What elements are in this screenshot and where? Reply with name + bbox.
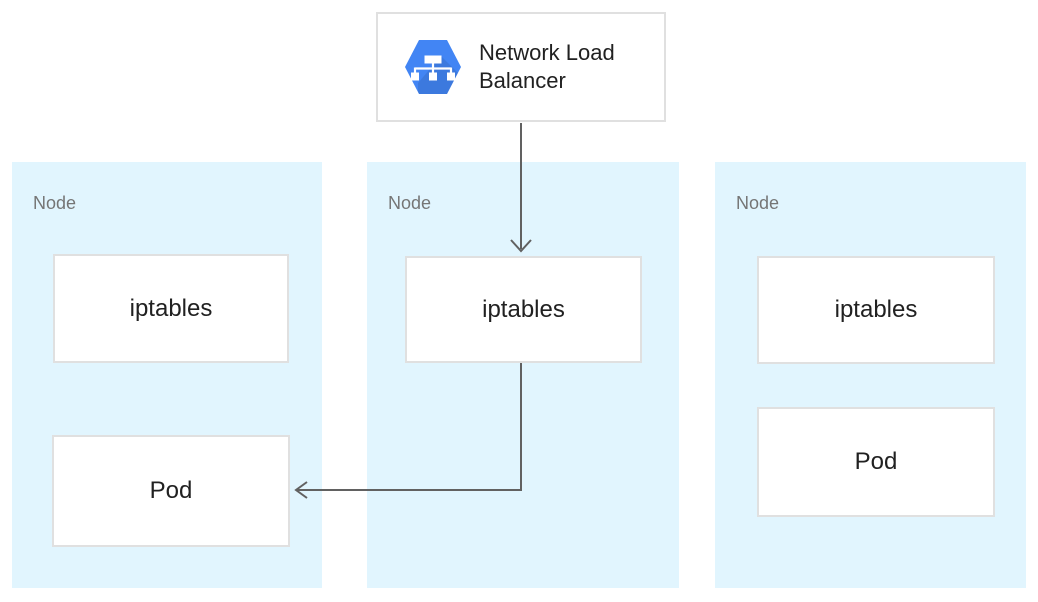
node-1-pod-box: Pod — [52, 435, 290, 547]
node-panel-1: Node iptables Pod — [12, 162, 322, 588]
node-2-iptables-label: iptables — [482, 295, 565, 323]
node-panel-3: Node iptables Pod — [715, 162, 1026, 588]
network-load-balancer-box: Network Load Balancer — [376, 12, 666, 122]
node-1-pod-label: Pod — [149, 477, 193, 504]
node-panel-2: Node iptables — [367, 162, 679, 588]
node-1-iptables-box: iptables — [53, 254, 289, 363]
node-3-pod-label: Pod — [854, 448, 898, 475]
node-3-pod-box: Pod — [757, 407, 995, 517]
node-3-iptables-box: iptables — [757, 256, 995, 364]
node-1-iptables-label: iptables — [129, 294, 213, 322]
node-3-iptables-label: iptables — [834, 296, 918, 323]
node-1-label: Node — [33, 193, 77, 213]
node-2-iptables-box: iptables — [405, 256, 642, 363]
network-load-balancer-label: Network Load Balancer — [479, 40, 615, 93]
network-load-balancer-icon — [405, 40, 461, 94]
node-3-label: Node — [736, 193, 780, 213]
node-2-label: Node — [388, 193, 432, 213]
